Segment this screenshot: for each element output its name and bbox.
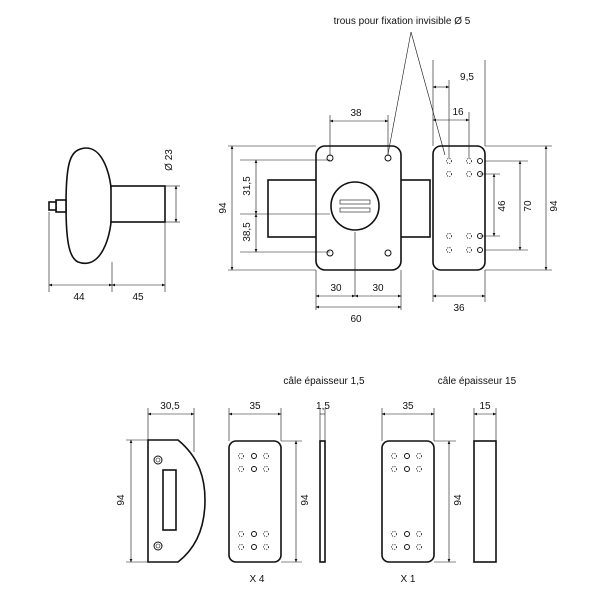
knob-slot-2 [339, 207, 371, 213]
keeper-holes [446, 158, 483, 253]
shim-15-holes [391, 453, 422, 550]
strike-hole-bottom [153, 541, 163, 551]
dim-30-right: 30 [372, 283, 384, 294]
dim-9-5: 9,5 [460, 72, 474, 83]
shim-15-plate [381, 440, 435, 563]
shim-1-5-edge [319, 440, 326, 563]
dim-30-5: 30,5 [160, 401, 180, 412]
dim-70: 70 [523, 200, 534, 212]
dim-1-5: 1,5 [316, 401, 330, 412]
keeper-plate [432, 145, 486, 271]
dim-94-a: 94 [300, 494, 311, 506]
dim-60: 60 [350, 314, 362, 325]
dim-16: 16 [452, 107, 464, 118]
cylinder-body [110, 185, 166, 223]
shim-15-edge [473, 440, 497, 563]
dim-46: 46 [497, 200, 508, 212]
strike-hole-top [153, 455, 163, 465]
stud-tip [48, 201, 57, 211]
strike-hole-bottom-inner [155, 543, 161, 549]
turn-knob [330, 181, 380, 231]
shim-1-5-holes [238, 453, 269, 550]
knob-slot-1 [339, 199, 371, 205]
dim-94-keeper: 94 [549, 200, 560, 212]
holes-note: trous pour fixation invisible Ø 5 [334, 16, 471, 27]
dim-15: 15 [479, 401, 491, 412]
shim-1-5-view: câle épaisseur 1,5 35 1,5 94 X 4 [228, 376, 365, 585]
shim-15-label: câle épaisseur 15 [438, 376, 517, 387]
bolt-right [397, 179, 431, 238]
dim-38: 38 [350, 108, 362, 119]
dim-94-strike: 94 [116, 494, 127, 506]
dim-44: 44 [73, 292, 85, 303]
dim-30-left: 30 [330, 283, 342, 294]
dim-35-b: 35 [402, 401, 414, 412]
shim-15-view: câle épaisseur 15 35 15 94 X 1 [381, 376, 517, 585]
front-view: 38 94 31,5 38,5 30 30 60 [218, 108, 431, 325]
strike-opening [162, 469, 177, 531]
quantity-x1: X 1 [400, 574, 415, 585]
shim-1-5-plate [228, 440, 282, 563]
strike-hole-top-inner [155, 457, 161, 463]
strike-plate-view: 30,5 94 [116, 401, 206, 563]
hole-bl [326, 249, 334, 257]
side-view: 44 45 Ø 23 [48, 147, 180, 303]
dim-45: 45 [132, 292, 144, 303]
dim-38-5: 38,5 [242, 222, 253, 242]
stud [55, 199, 67, 213]
dim-94-b: 94 [453, 494, 464, 506]
dim-36: 36 [453, 303, 465, 314]
knob-profile [65, 147, 113, 265]
dim-35-a: 35 [249, 401, 261, 412]
bolt-left [267, 179, 321, 238]
dim-diameter: Ø 23 [164, 149, 175, 171]
shim-1-5-label: câle épaisseur 1,5 [283, 376, 365, 387]
dim-31-5: 31,5 [242, 176, 253, 196]
quantity-x4: X 4 [249, 574, 264, 585]
keeper-view: 9,5 16 46 70 94 36 [387, 31, 560, 314]
dim-94-front: 94 [218, 202, 229, 214]
hole-br [384, 249, 392, 257]
